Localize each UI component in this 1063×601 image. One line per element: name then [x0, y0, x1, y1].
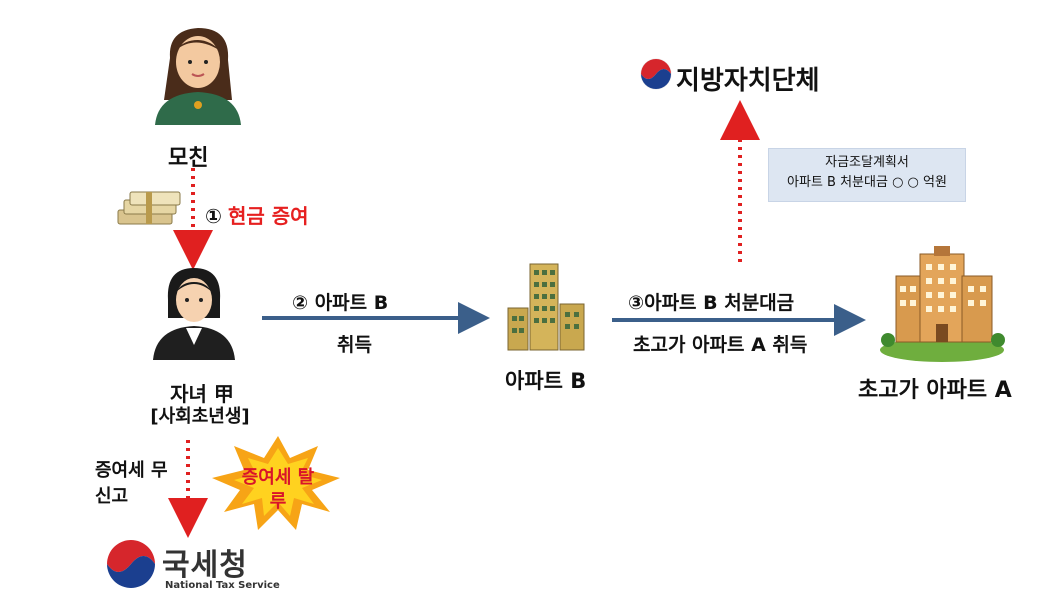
- nts-korean-label: 국세청: [162, 548, 248, 583]
- funding-plan-detail: 아파트 B 처분대금 ○ ○ 억원: [787, 175, 947, 190]
- step2-label: ② 아파트 B: [292, 292, 389, 314]
- funding-plan-title: 자금조달계획서: [825, 155, 909, 170]
- luxury-apartment-a-label: 초고가 아파트 A: [858, 378, 1012, 403]
- child-avatar-icon: [153, 268, 235, 360]
- step3-label: ③아파트 B 처분대금: [628, 292, 795, 314]
- mother-label: 모친: [168, 146, 209, 171]
- cash-bundle-icon: [117, 191, 181, 225]
- apartment-building-icon: [507, 263, 585, 351]
- local-government-label: 지방자치단체: [676, 66, 820, 96]
- child-label: 자녀 甲: [170, 382, 234, 406]
- korea-government-emblem-icon: [107, 540, 155, 588]
- nts-english-label: National Tax Service: [165, 580, 280, 591]
- step2-sublabel: 취득: [337, 334, 372, 356]
- explosion-burst-icon: [212, 436, 340, 530]
- step1-number: ①: [205, 204, 222, 228]
- child-subtitle: [사회초년생]: [150, 406, 250, 427]
- step1-text: 현금 증여: [227, 204, 309, 228]
- apartment-b-label: 아파트 B: [505, 369, 587, 393]
- gift-tax-unreported-label: 증여세 무신고: [95, 460, 168, 507]
- step3-sublabel: 초고가 아파트 A 취득: [633, 334, 808, 356]
- korea-government-emblem-icon: [640, 58, 672, 90]
- funding-plan-box: 자금조달계획서 아파트 B 처분대금 ○ ○ 억원: [768, 148, 966, 202]
- luxury-apartment-icon: [880, 246, 1005, 362]
- mother-avatar-icon: [155, 28, 241, 125]
- gift-tax-omission-label: 증여세 탈루: [241, 467, 315, 512]
